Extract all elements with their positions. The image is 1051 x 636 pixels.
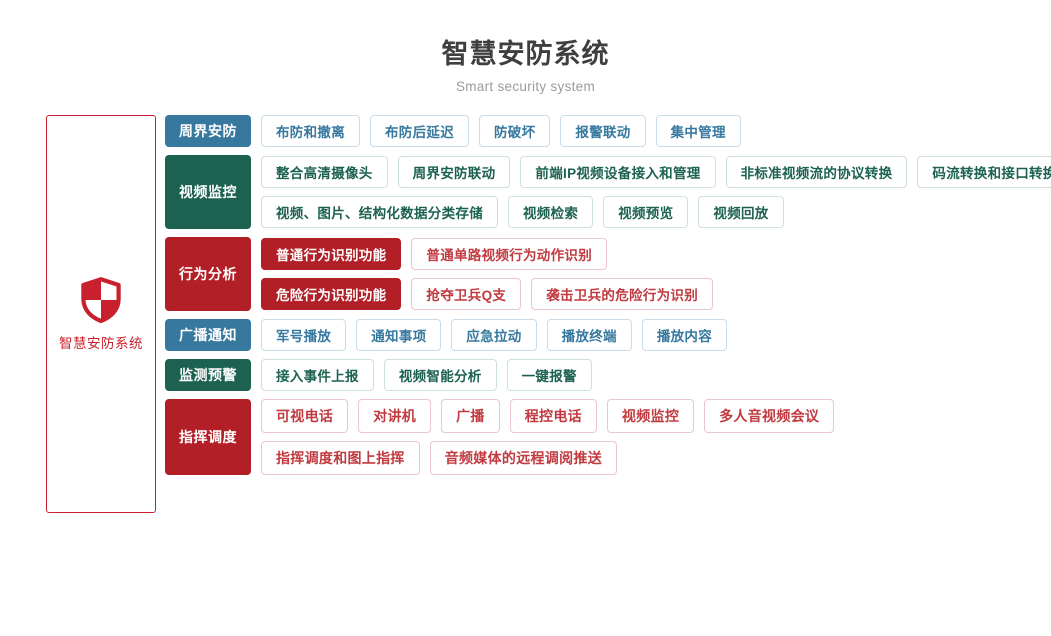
feature-item[interactable]: 整合高清摄像头 bbox=[261, 156, 388, 189]
feature-group: 普通行为识别功能普通单路视频行为动作识别危险行为识别功能抢夺卫兵Q支袭击卫兵的危… bbox=[261, 237, 1051, 311]
feature-group: 接入事件上报视频智能分析一键报警 bbox=[261, 359, 1051, 392]
page-subtitle: Smart security system bbox=[455, 79, 596, 95]
category-label-6[interactable]: 指挥调度 bbox=[165, 399, 251, 476]
feature-item[interactable]: 报警联动 bbox=[560, 115, 646, 148]
architecture-board: 智慧安防系统 周界安防布防和撤离布防后延迟防破坏报警联动集中管理视频监控整合高清… bbox=[0, 115, 1051, 514]
feature-item[interactable]: 播放终端 bbox=[546, 319, 632, 352]
feature-item[interactable]: 防破坏 bbox=[479, 115, 551, 148]
category-row: 监测预警接入事件上报视频智能分析一键报警 bbox=[165, 359, 1051, 392]
feature-group: 军号播放通知事项应急拉动播放终端播放内容 bbox=[261, 319, 1051, 352]
category-label-2[interactable]: 视频监控 bbox=[165, 155, 251, 230]
feature-group: 布防和撤离布防后延迟防破坏报警联动集中管理 bbox=[261, 115, 1051, 148]
feature-item[interactable]: 码流转换和接口转换 bbox=[917, 156, 1051, 189]
feature-item[interactable]: 普通行为识别功能 bbox=[261, 238, 402, 271]
feature-item[interactable]: 抢夺卫兵Q支 bbox=[411, 278, 522, 311]
feature-item[interactable]: 前端IP视频设备接入和管理 bbox=[520, 156, 716, 189]
feature-line: 指挥调度和图上指挥音频媒体的远程调阅推送 bbox=[261, 441, 1051, 476]
feature-line: 整合高清摄像头周界安防联动前端IP视频设备接入和管理非标准视频流的协议转换码流转… bbox=[261, 156, 1051, 189]
feature-line: 视频、图片、结构化数据分类存储视频检索视频预览视频回放 bbox=[261, 196, 1051, 229]
feature-item[interactable]: 可视电话 bbox=[261, 399, 349, 434]
brand-panel: 智慧安防系统 bbox=[46, 115, 156, 514]
feature-item[interactable]: 程控电话 bbox=[509, 399, 597, 434]
feature-item[interactable]: 布防和撤离 bbox=[261, 115, 360, 148]
feature-item[interactable]: 视频、图片、结构化数据分类存储 bbox=[261, 196, 498, 229]
category-row: 周界安防布防和撤离布防后延迟防破坏报警联动集中管理 bbox=[165, 115, 1051, 148]
feature-item[interactable]: 多人音视频会议 bbox=[704, 399, 835, 434]
feature-item[interactable]: 普通单路视频行为动作识别 bbox=[411, 238, 608, 271]
category-label-5[interactable]: 监测预警 bbox=[165, 359, 251, 392]
feature-item[interactable]: 集中管理 bbox=[655, 115, 741, 148]
shield-icon bbox=[80, 276, 122, 323]
category-row: 指挥调度可视电话对讲机广播程控电话视频监控多人音视频会议指挥调度和图上指挥音频媒… bbox=[165, 399, 1051, 476]
feature-item[interactable]: 袭击卫兵的危险行为识别 bbox=[531, 278, 714, 311]
brand-label: 智慧安防系统 bbox=[59, 335, 143, 351]
category-row: 视频监控整合高清摄像头周界安防联动前端IP视频设备接入和管理非标准视频流的协议转… bbox=[165, 155, 1051, 230]
feature-item[interactable]: 军号播放 bbox=[261, 319, 347, 352]
feature-item[interactable]: 指挥调度和图上指挥 bbox=[261, 441, 420, 476]
feature-line: 接入事件上报视频智能分析一键报警 bbox=[261, 359, 1051, 392]
feature-item[interactable]: 非标准视频流的协议转换 bbox=[725, 156, 908, 189]
page-header: 智慧安防系统 Smart security system bbox=[0, 0, 1051, 94]
feature-line: 可视电话对讲机广播程控电话视频监控多人音视频会议 bbox=[261, 399, 1051, 434]
feature-item[interactable]: 周界安防联动 bbox=[397, 156, 511, 189]
feature-item[interactable]: 一键报警 bbox=[506, 359, 592, 392]
feature-item[interactable]: 视频回放 bbox=[698, 196, 784, 229]
category-label-4[interactable]: 广播通知 bbox=[165, 319, 251, 352]
feature-item[interactable]: 广播 bbox=[441, 399, 500, 434]
page-title: 智慧安防系统 bbox=[441, 39, 610, 69]
category-row: 行为分析普通行为识别功能普通单路视频行为动作识别危险行为识别功能抢夺卫兵Q支袭击… bbox=[165, 237, 1051, 312]
feature-line: 布防和撤离布防后延迟防破坏报警联动集中管理 bbox=[261, 115, 1051, 148]
category-label-3[interactable]: 行为分析 bbox=[165, 237, 251, 312]
feature-line: 危险行为识别功能抢夺卫兵Q支袭击卫兵的危险行为识别 bbox=[261, 278, 1051, 311]
feature-item[interactable]: 视频预览 bbox=[603, 196, 689, 229]
feature-item[interactable]: 布防后延迟 bbox=[370, 115, 469, 148]
feature-item[interactable]: 视频检索 bbox=[508, 196, 594, 229]
feature-item[interactable]: 通知事项 bbox=[356, 319, 442, 352]
feature-item[interactable]: 对讲机 bbox=[358, 399, 432, 434]
feature-item[interactable]: 视频监控 bbox=[606, 399, 695, 434]
feature-item[interactable]: 播放内容 bbox=[641, 319, 728, 352]
feature-item[interactable]: 视频智能分析 bbox=[383, 359, 497, 392]
feature-group: 可视电话对讲机广播程控电话视频监控多人音视频会议指挥调度和图上指挥音频媒体的远程… bbox=[261, 399, 1051, 476]
feature-item[interactable]: 应急拉动 bbox=[451, 319, 537, 352]
feature-line: 普通行为识别功能普通单路视频行为动作识别 bbox=[261, 238, 1051, 271]
feature-group: 整合高清摄像头周界安防联动前端IP视频设备接入和管理非标准视频流的协议转换码流转… bbox=[261, 155, 1051, 229]
feature-item[interactable]: 音频媒体的远程调阅推送 bbox=[429, 441, 618, 476]
feature-item[interactable]: 危险行为识别功能 bbox=[261, 278, 402, 311]
feature-line: 军号播放通知事项应急拉动播放终端播放内容 bbox=[261, 319, 1051, 352]
category-rows: 周界安防布防和撤离布防后延迟防破坏报警联动集中管理视频监控整合高清摄像头周界安防… bbox=[165, 115, 1051, 476]
category-label-1[interactable]: 周界安防 bbox=[165, 115, 251, 148]
category-row: 广播通知军号播放通知事项应急拉动播放终端播放内容 bbox=[165, 319, 1051, 352]
feature-item[interactable]: 接入事件上报 bbox=[261, 359, 374, 392]
